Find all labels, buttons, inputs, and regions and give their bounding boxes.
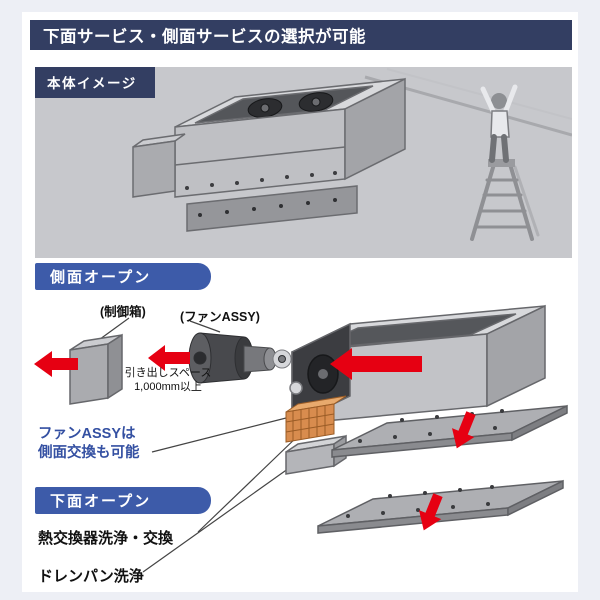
bearing bbox=[289, 381, 303, 395]
bottom-service-panel bbox=[186, 185, 358, 232]
pullout-space-line2: 1,000mm以上 bbox=[134, 381, 202, 393]
pullout-space-line1: 引き出しスペース bbox=[124, 367, 212, 379]
worker-illustration bbox=[470, 84, 540, 241]
unit-overview-illustration bbox=[132, 68, 572, 241]
worker-head bbox=[491, 93, 507, 109]
bottom-panel-lower bbox=[317, 479, 564, 534]
heat-exchanger-item: 熱交換器洗浄・交換 bbox=[38, 530, 174, 547]
drain-pan-item: ドレンパン洗浄 bbox=[38, 568, 144, 585]
red-arrow-panel-upper bbox=[452, 411, 476, 449]
page-title-bar: 下面サービス・側面サービスの選択が可能 bbox=[30, 20, 572, 50]
red-arrow-control-box bbox=[34, 351, 78, 377]
fan-side-replace-line2: 側面交換も可能 bbox=[38, 445, 140, 461]
main-unit-illustration bbox=[289, 304, 546, 426]
leader-heat bbox=[197, 433, 301, 533]
service-exploded-diagram bbox=[34, 304, 568, 573]
red-arrow-inside-unit bbox=[330, 348, 422, 380]
fan-side-replace-note: ファンASSYは 側面交換も可能 bbox=[38, 425, 140, 463]
panel-screw-dots bbox=[198, 198, 337, 217]
leader-fan-assy bbox=[189, 320, 221, 333]
control-box-front bbox=[132, 140, 176, 198]
drain-pan-illustration bbox=[285, 434, 347, 475]
control-box-illustration bbox=[69, 333, 123, 405]
leader-drain bbox=[142, 465, 293, 573]
page-title: 下面サービス・側面サービスの選択が可能 bbox=[43, 28, 366, 46]
fan-side-replace-line1: ファンASSYは bbox=[38, 426, 136, 442]
control-box-label: (制御箱) bbox=[100, 305, 146, 319]
red-arrow-panel-lower bbox=[419, 493, 443, 531]
body-image-label: 本体イメージ bbox=[35, 67, 155, 98]
red-arrow-fan-assy bbox=[148, 345, 190, 371]
unit-illustration bbox=[132, 77, 406, 232]
screw-dots bbox=[185, 171, 337, 190]
fan-assy-label: (ファンASSY) bbox=[180, 310, 260, 324]
fan-assy-illustration bbox=[188, 332, 292, 384]
side-open-badge: 側面オープン bbox=[35, 263, 211, 290]
heat-exchanger-illustration bbox=[285, 395, 347, 443]
pullout-space-note: 引き出しスペース 1,000mm以上 bbox=[108, 366, 228, 394]
body-image-panel: 本体イメージ bbox=[35, 67, 572, 258]
fan-scrolls bbox=[247, 92, 334, 118]
bottom-open-badge: 下面オープン bbox=[35, 487, 211, 514]
leader-note bbox=[151, 416, 291, 453]
